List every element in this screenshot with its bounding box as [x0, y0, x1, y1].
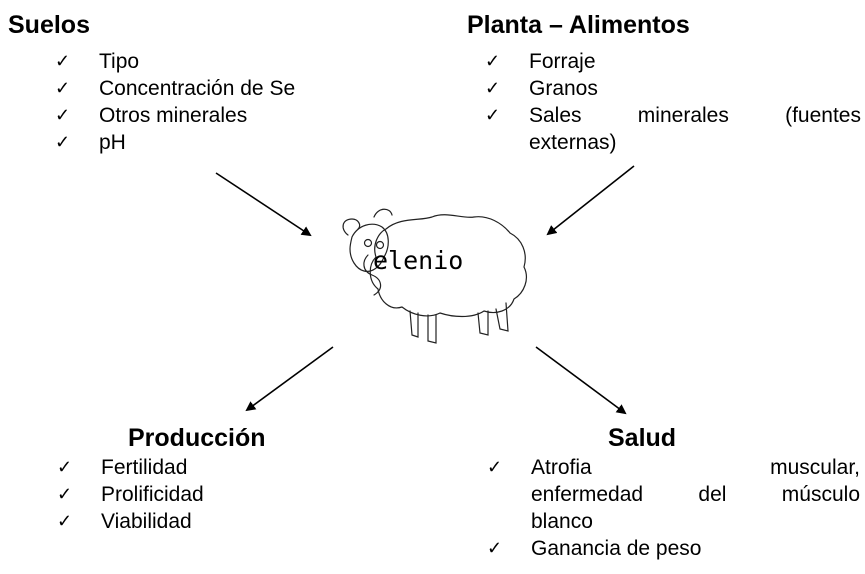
- planta-list: ✓Forraje ✓Granos ✓Sales minerales (fuent…: [485, 48, 861, 156]
- produccion-heading: Producción: [128, 424, 266, 452]
- suelos-list: ✓Tipo ✓Concentración de Se ✓Otros minera…: [55, 48, 385, 156]
- check-icon: ✓: [57, 511, 73, 531]
- list-item: ✓Granos: [485, 77, 598, 100]
- list-item: ✓Tipo: [55, 50, 140, 73]
- check-icon: ✓: [55, 51, 71, 71]
- list-item: ✓pH: [55, 131, 126, 154]
- arrow-selenio-to-salud: [535, 346, 627, 415]
- suelos-heading: Suelos: [8, 11, 90, 39]
- check-icon: ✓: [487, 457, 503, 477]
- selenio-label: elenio: [373, 246, 464, 275]
- sheep-illustration: [342, 208, 527, 344]
- check-icon: ✓: [485, 51, 501, 71]
- check-icon: ✓: [485, 78, 501, 98]
- produccion-list: ✓Fertilidad ✓Prolificidad ✓Viabilidad: [57, 454, 387, 535]
- planta-heading: Planta – Alimentos: [467, 11, 690, 39]
- check-icon: ✓: [55, 132, 71, 152]
- arrow-selenio-to-produccion: [245, 346, 334, 412]
- check-icon: ✓: [55, 105, 71, 125]
- list-item: ✓Ganancia de peso: [487, 537, 702, 560]
- list-item: ✓Concentración de Se: [55, 77, 296, 100]
- list-item: ✓Atrofia muscular,enfermedad del músculo…: [487, 456, 860, 533]
- check-icon: ✓: [55, 78, 71, 98]
- list-item: ✓Forraje: [485, 50, 596, 73]
- check-icon: ✓: [487, 538, 503, 558]
- check-icon: ✓: [485, 105, 501, 125]
- list-item: ✓Otros minerales: [55, 104, 248, 127]
- check-icon: ✓: [57, 484, 73, 504]
- list-item: ✓Fertilidad: [57, 456, 188, 479]
- salud-heading: Salud: [608, 424, 677, 452]
- check-icon: ✓: [57, 457, 73, 477]
- list-item: ✓Prolificidad: [57, 483, 204, 506]
- arrow-planta-to-selenio: [546, 165, 635, 236]
- arrow-suelos-to-selenio: [215, 172, 312, 237]
- list-item: ✓Viabilidad: [57, 510, 192, 533]
- salud-list: ✓Atrofia muscular,enfermedad del músculo…: [487, 454, 860, 562]
